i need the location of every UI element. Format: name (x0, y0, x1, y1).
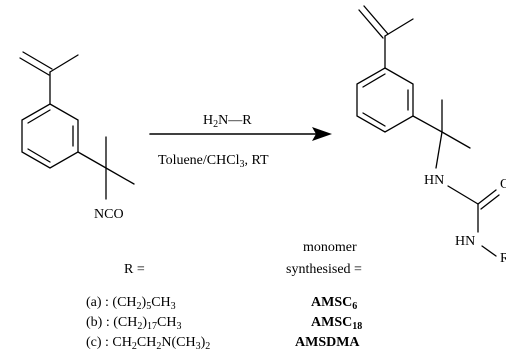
solvent-label: Toluene/CHCl3, RT (158, 153, 269, 170)
legend-row-a-substituent: (a) : (CH2)5CH3 (86, 295, 176, 312)
product-r-group: R (500, 251, 506, 266)
product-nh-to-carbonyl (447, 185, 479, 205)
product-carbonyl-double-a (477, 189, 497, 205)
product-vinyl-methyl (384, 18, 414, 37)
legend-row-c-monomer: AMSDMA (295, 335, 360, 350)
product-ring-double-3 (362, 73, 386, 88)
reactant-ring-double-2 (27, 148, 51, 163)
product-cq-to-nh (435, 131, 443, 169)
product-cq-methyl-right (441, 131, 471, 149)
reactant-molecule: NCO (19, 51, 135, 222)
product-vinyl-double-a (358, 9, 384, 39)
legend-row-b-substituent: (b) : (CH2)17CH3 (86, 315, 181, 332)
carbonyl-oxygen: O (500, 177, 506, 192)
vinyl-double-bond-b (22, 51, 53, 70)
legend-row-c-substituent: (c) : CH2CH2N(CH3)2 (86, 335, 210, 352)
reactant-ring-double-3 (27, 109, 51, 124)
amine-nh-upper: HN (424, 173, 444, 188)
product-nh-to-r (481, 245, 497, 257)
product-vinyl-double-b (363, 5, 389, 35)
product-molecule: HN O HN R (356, 5, 506, 266)
product-benzene-ring (356, 67, 414, 133)
reactant-ring-to-cq (77, 151, 107, 169)
legend-row-a-monomer: AMSC6 (311, 295, 357, 312)
product-ring-double-2 (362, 112, 386, 127)
substituent-legend: R = monomer synthesised = (a) : (CH2)5CH… (86, 240, 362, 352)
isocyanate-label: NCO (94, 207, 124, 222)
arrow-head (312, 127, 332, 141)
product-ring-to-cq (412, 115, 443, 133)
reactant-cq-methyl-right (105, 167, 135, 185)
monomer-header-line2: synthesised = (286, 262, 362, 277)
monomer-header-line1: monomer (303, 240, 357, 255)
amine-nh-lower: HN (455, 234, 475, 249)
product-carbonyl-double-b (480, 194, 500, 210)
reactant-benzene-ring (21, 103, 79, 169)
vinyl-methyl-bond (49, 54, 79, 73)
reaction-arrow: H2N—R Toluene/CHCl3, RT (149, 113, 332, 170)
r-header: R = (124, 262, 145, 277)
reagent-label: H2N—R (203, 113, 252, 130)
legend-row-b-monomer: AMSC18 (311, 315, 362, 332)
vinyl-double-bond-a (19, 57, 50, 76)
